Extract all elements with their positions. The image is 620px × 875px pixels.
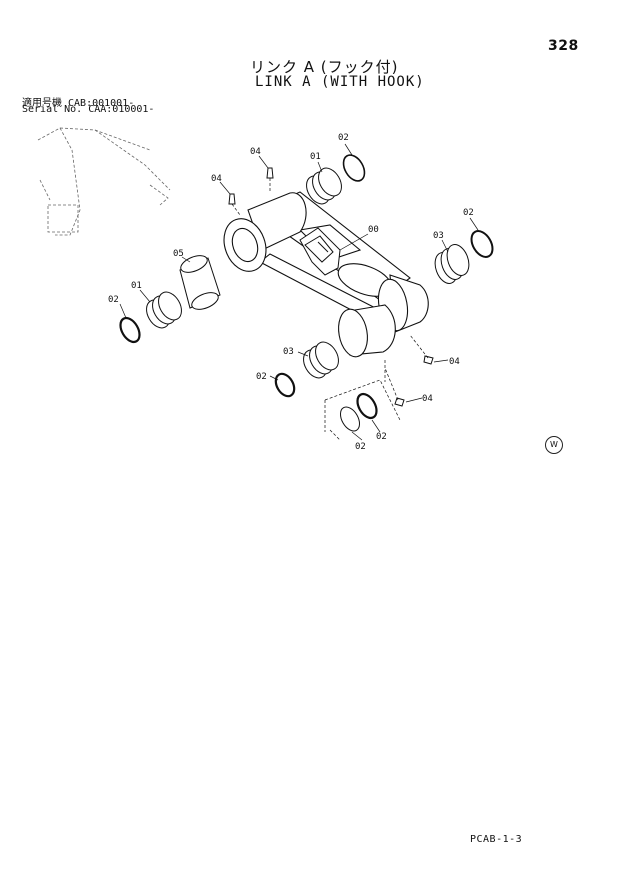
explode-lines bbox=[231, 178, 429, 441]
part-label: 03 bbox=[283, 347, 294, 357]
part-label: 02 bbox=[338, 133, 349, 143]
document-code: PCAB-1-3 bbox=[470, 834, 523, 845]
leader-lines bbox=[119, 143, 479, 441]
part-label: 02 bbox=[108, 295, 119, 305]
bushing-01-left bbox=[146, 291, 182, 329]
part-label: 05 bbox=[173, 249, 184, 259]
w-mark-icon: W bbox=[545, 436, 563, 454]
part-label: 02 bbox=[355, 442, 366, 452]
part-label: 02 bbox=[463, 208, 474, 218]
part-label: 04 bbox=[211, 174, 222, 184]
bushing-03-right bbox=[434, 244, 470, 284]
part-label: 01 bbox=[131, 281, 142, 291]
part-label: 04 bbox=[422, 394, 433, 404]
boss-upper-left bbox=[223, 192, 307, 272]
part-label: 01 bbox=[310, 152, 321, 162]
part-label: 00 bbox=[368, 225, 379, 235]
bushing-03-lower bbox=[303, 341, 339, 379]
part-label: 04 bbox=[250, 147, 261, 157]
part-label: 02 bbox=[376, 432, 387, 442]
hook bbox=[299, 227, 341, 276]
part-label: 03 bbox=[433, 231, 444, 241]
serial-line-1: 適用号機 CAB:001001- bbox=[22, 98, 135, 109]
title-japanese: リンク A (フック付) bbox=[250, 58, 399, 76]
machine-thumbnail bbox=[37, 127, 171, 236]
pin-05 bbox=[179, 255, 221, 310]
grease-fitting-04 bbox=[228, 167, 434, 407]
title-english: LINK A (WITH HOOK) bbox=[255, 74, 425, 90]
ring-02 bbox=[119, 154, 494, 432]
part-label: 02 bbox=[256, 372, 267, 382]
part-label: 04 bbox=[449, 357, 460, 367]
bushing-01-top bbox=[306, 167, 342, 205]
serial-line-2: Serial No. CAA:010001- bbox=[22, 104, 155, 115]
page-number: 328 bbox=[548, 38, 579, 54]
boss-lower bbox=[338, 304, 396, 358]
